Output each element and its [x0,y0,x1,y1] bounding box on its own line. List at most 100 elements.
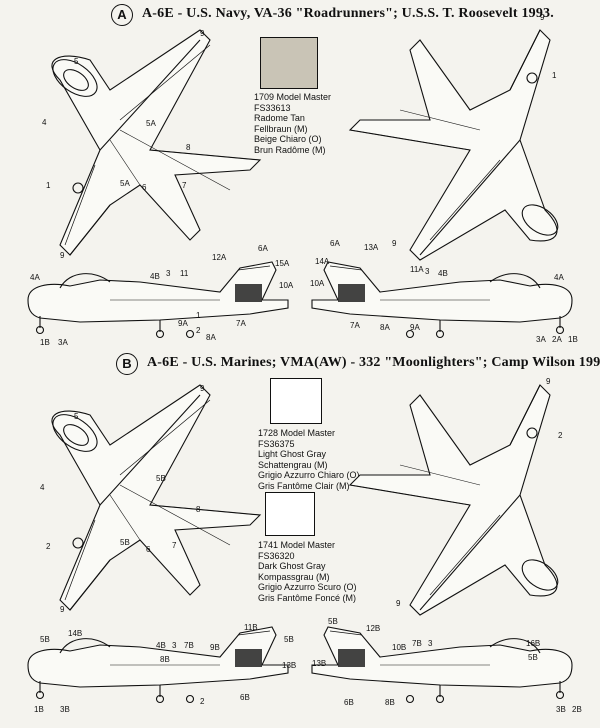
paint-name: Gris Fantôme Foncé (M) [258,592,357,603]
callout: 12A [212,253,227,262]
callout: 2 [46,542,51,551]
paint-fs: FS36320 [258,550,295,561]
paint-legend-1709: 1709 Model Master FS33613 Radome Tan Fel… [254,92,331,155]
callout: 9 [392,239,397,248]
top-view-b-right [349,384,564,616]
callout: 3 [428,639,433,648]
callout: 5A [120,179,130,188]
paint-name: Dark Ghost Gray [258,561,326,571]
callout: 1 [46,181,51,190]
callout: 8B [385,698,395,707]
callout: 9 [60,605,65,614]
callout: 3 [166,269,171,278]
paint-fs: FS33613 [254,102,291,113]
callout: 7 [182,181,187,190]
section-a-title: A-6E - U.S. Navy, VA-36 "Roadrunners"; U… [142,6,554,21]
callout: 2A [552,335,562,344]
callout: 4 [42,118,47,127]
paint-name: Fellbraun (M) [254,123,308,134]
paint-name: Grigio Azzurro Scuro (O) [258,582,357,592]
callout: 7 [172,541,177,550]
callout: 5B [328,617,338,626]
callout: 5B [40,635,50,644]
callout: 3 [172,641,177,650]
callout: 3A [58,338,68,347]
callout: 10A [310,279,325,288]
callout: 2 [558,431,563,440]
callout: 2 [200,697,205,706]
callout: 6A [330,239,340,248]
callout: 10B [392,643,406,652]
callout: 4B [156,641,166,650]
callout: 4B [438,269,448,278]
paint-swatch-1741 [265,492,315,536]
callout: 14B [68,629,82,638]
callout: 5B [528,653,538,662]
callout: 9 [540,13,545,22]
callout: 4 [40,483,45,492]
callout: 5B [120,538,130,547]
callout: 5A [146,119,156,128]
callout: 9 [546,377,551,386]
callout: 8 [196,505,201,514]
paint-name: Schattengrau (M) [258,459,328,470]
callout: 1 [552,71,557,80]
top-view-a-left [45,29,261,256]
callout: 5B [284,635,294,644]
callout: 1B [34,705,44,714]
callout: 8A [380,323,390,332]
callout: 7A [236,319,246,328]
callout: 2B [572,705,582,714]
callout: 8A [206,333,216,342]
callout: 1 [196,311,201,320]
paint-legend-1741: 1741 Model Master FS36320 Dark Ghost Gra… [258,540,357,603]
callout: 7A [350,321,360,330]
paint-name: Brun Radôme (M) [254,144,326,155]
paint-name: Beige Chiaro (O) [254,134,322,144]
paint-fs: FS36375 [258,438,295,449]
section-a-badge: A [111,4,133,26]
callout: 9A [178,319,188,328]
callout: 12B [366,624,380,633]
paint-name: Kompassgrau (M) [258,571,330,582]
callout: 4B [150,272,160,281]
callout: 9 [200,384,205,393]
section-b-badge: B [116,353,138,375]
callout: 9 [200,29,205,38]
callout: 3B [60,705,70,714]
paint-name: Light Ghost Gray [258,449,327,459]
callout: 11A [410,265,424,274]
callout: 15A [275,259,290,268]
paint-name: Gris Fantôme Clair (M) [258,480,350,491]
callout: 3 [425,267,430,276]
top-view-b-left [45,384,261,611]
callout: 5 [74,412,79,421]
callout: 11 [180,269,189,278]
callout: 9A [410,323,420,332]
paint-swatch-1728 [270,378,322,424]
callout: 4A [30,273,40,282]
callout: 3A [536,335,546,344]
callout: 9 [60,251,65,260]
callout: 2 [196,326,201,335]
callout: 10A [279,281,294,290]
callout: 6B [240,693,250,702]
callout: 1B [40,338,50,347]
callout: 7B [412,639,422,648]
callout: 5 [74,57,79,66]
callout: 8 [186,143,191,152]
paint-name: Grigio Azzurro Chiaro (O) [258,470,360,480]
callout: 3B [556,705,566,714]
top-view-a-right [349,29,564,261]
side-view-b-left [27,626,289,704]
callout: 13B [312,659,326,668]
callout: 4A [554,273,564,282]
callout: 9 [396,599,401,608]
paint-legend-1728: 1728 Model Master FS36375 Light Ghost Gr… [258,428,360,491]
callout: 9B [210,643,220,652]
callout: 5B [156,474,166,483]
section-a-header: A A-6E - U.S. Navy, VA-36 "Roadrunners";… [0,2,600,28]
paint-swatch-1709 [260,37,318,89]
callout: 1B [568,335,578,344]
paint-name: Radome Tan [254,113,305,123]
